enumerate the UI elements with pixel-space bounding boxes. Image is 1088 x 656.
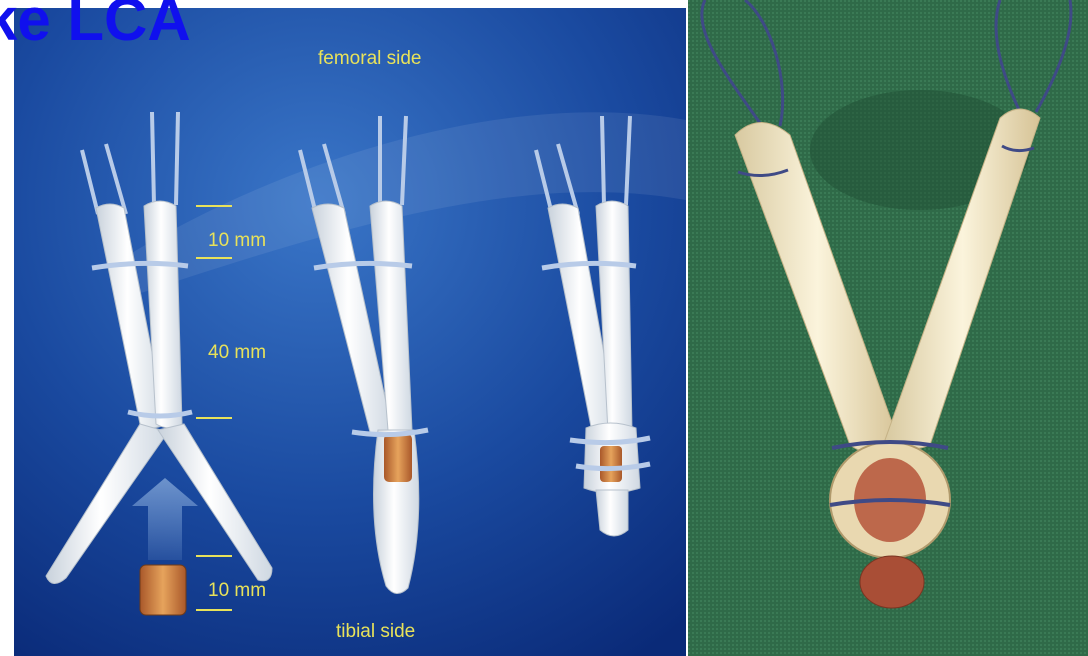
graft-tail xyxy=(596,490,628,536)
bone-plug-tip xyxy=(860,556,924,608)
suture-strand xyxy=(602,116,604,205)
measure-label-middle: 40 mm xyxy=(208,342,266,363)
label-femoral-side: femoral side xyxy=(318,48,422,69)
photo-panel xyxy=(688,0,1088,656)
bone-plug xyxy=(384,434,412,482)
bone-plug xyxy=(600,446,622,482)
suture-strand xyxy=(176,112,178,205)
diagram-panel: femoral side tibial side 10 mm 40 mm 10 … xyxy=(14,8,686,656)
title-fragment: ke LCA xyxy=(0,0,191,53)
measure-label-top: 10 mm xyxy=(208,230,266,251)
measure-label-bottom: 10 mm xyxy=(208,580,266,601)
suture-strand xyxy=(152,112,154,205)
label-tibial-side: tibial side xyxy=(336,621,415,642)
bone-plug xyxy=(140,565,186,615)
